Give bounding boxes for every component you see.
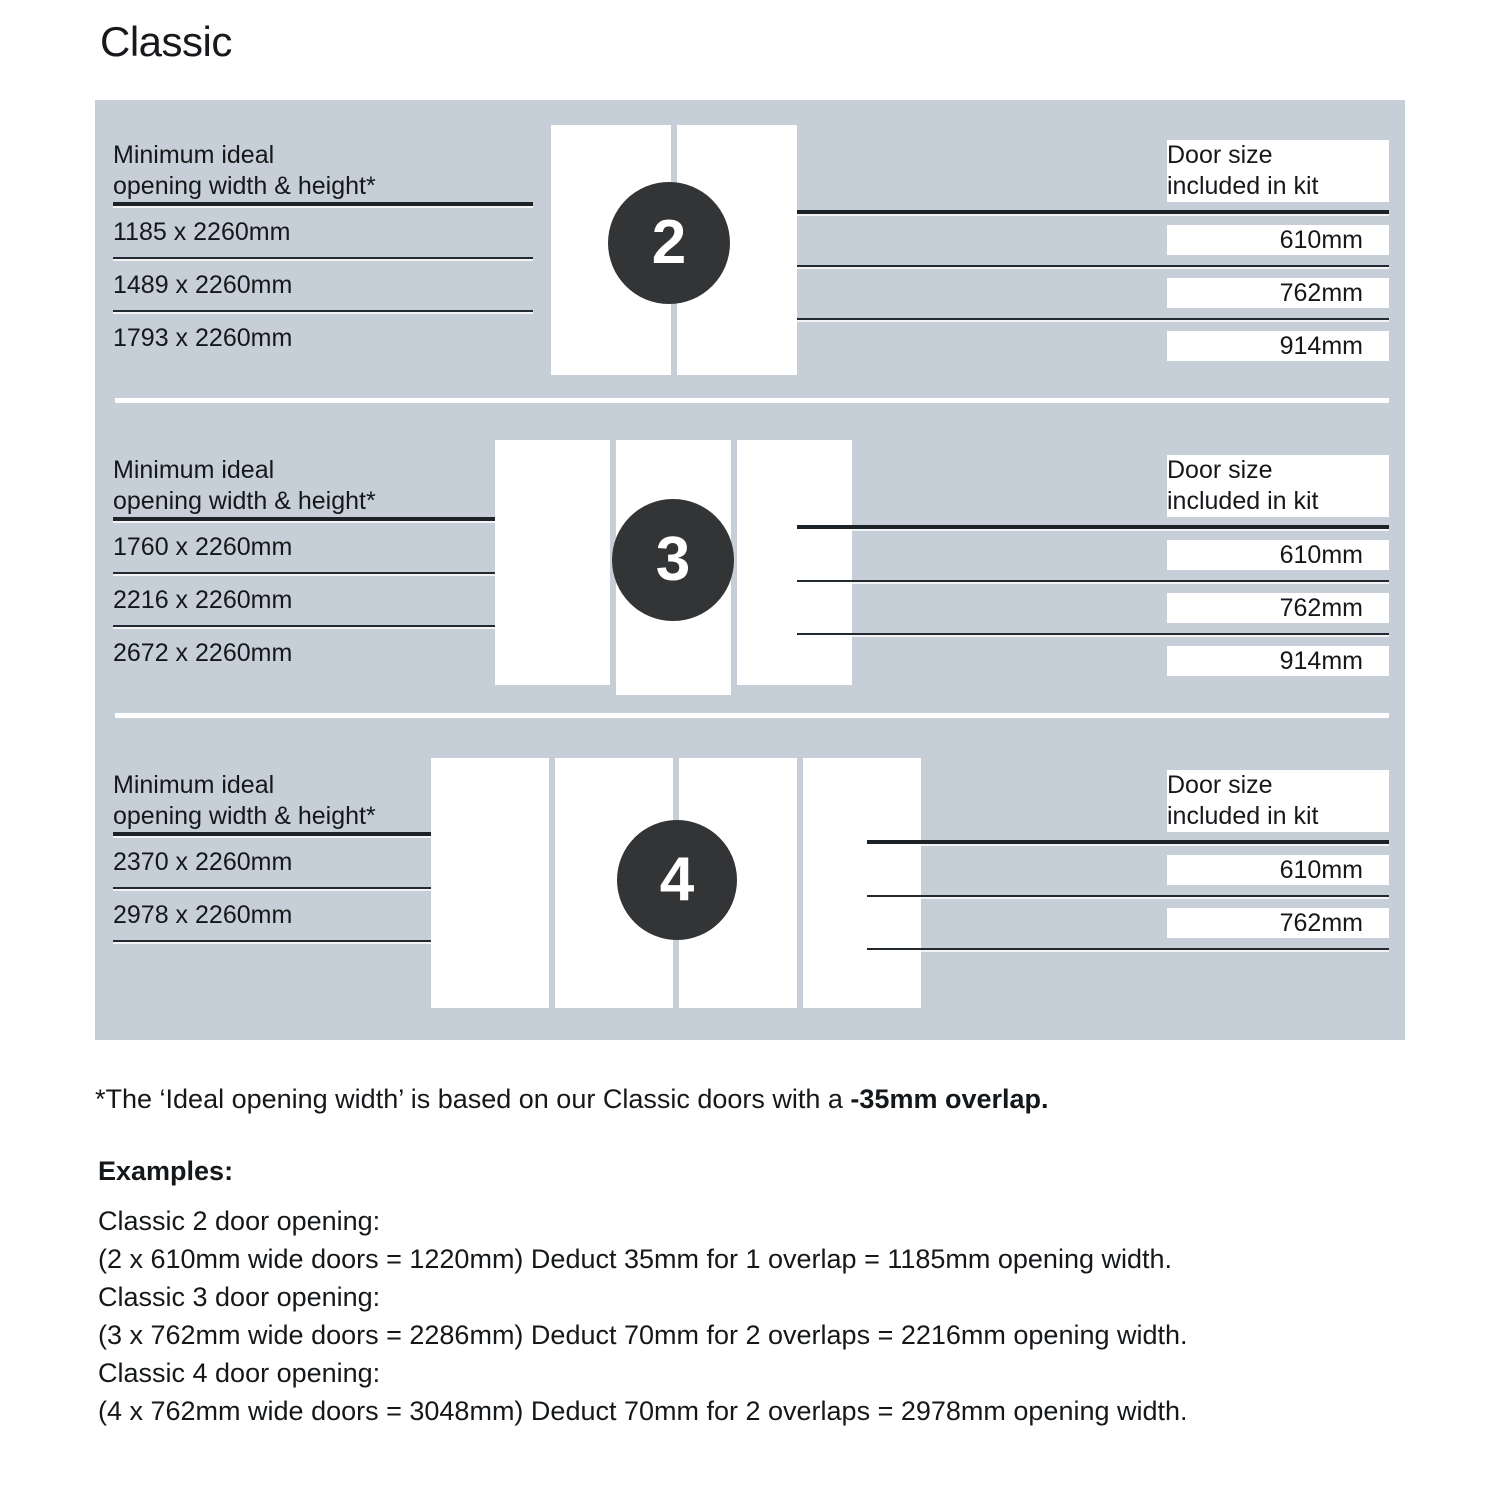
row-rule [797,265,1389,267]
door-panel [737,440,852,685]
footnote-lead: *The ‘Ideal opening width’ is based on o… [95,1084,851,1114]
header-rule [113,517,503,521]
door-size-value: 914mm [1167,331,1389,361]
opening-value: 1185 x 2260mm [113,218,291,246]
section-divider [115,713,1389,718]
kit-column-3-door: Door size included in kit Trackset lengt… [797,455,1389,686]
row-rule [867,948,1389,950]
row-rule [113,310,533,312]
example-line: (2 x 610mm wide doors = 1220mm) Deduct 3… [98,1244,1173,1274]
row-rule [797,318,1389,320]
door-size-value: 610mm [1167,855,1389,885]
row-rule [113,887,433,889]
example-line: (4 x 762mm wide doors = 3048mm) Deduct 7… [98,1396,1188,1426]
header-rule [113,202,533,206]
opening-value: 2216 x 2260mm [113,586,293,614]
section-divider [115,398,1389,403]
door-count-badge: 2 [608,182,730,304]
door-panel [431,758,549,1008]
example-line: (3 x 762mm wide doors = 2286mm) Deduct 7… [98,1320,1188,1350]
opening-column-2-door: Minimum ideal opening width & height* 11… [113,140,533,363]
spec-panel: Minimum ideal opening width & height* 11… [95,100,1405,1040]
opening-value: 1760 x 2260mm [113,533,293,561]
opening-value: 2672 x 2260mm [113,639,293,667]
door-count-badge: 3 [612,499,734,621]
door-diagram-3: 3 [495,440,867,700]
table-row: 610mm 2692mm (med) [927,844,1389,895]
door-panel [803,758,921,1008]
door-size-header: Door size included in kit [1167,455,1389,517]
opening-column-header: Minimum ideal opening width & height* [113,771,376,830]
table-row: 762mm 3607mm (large) [927,897,1389,948]
section-3-door: Minimum ideal opening width & height* 17… [95,415,1405,715]
row-rule [113,572,503,574]
kit-column-2-door: Door size included in kit Trackset lengt… [797,140,1389,371]
door-size-value: 610mm [1167,540,1389,570]
door-panel [495,440,610,685]
section-4-door: Minimum ideal opening width & height* 23… [95,730,1405,1040]
table-row: 914mm 2692mm (med) [957,635,1389,686]
example-line: Classic 3 door opening: [98,1282,381,1312]
row-rule [113,625,503,627]
door-diagram-4: 4 [431,758,925,1018]
door-size-value: 762mm [1167,908,1389,938]
table-row: 762mm 2692mm (med) [957,582,1389,633]
row-rule [867,895,1389,897]
examples-heading: Examples: [98,1156,234,1186]
table-row: 914mm 1803mm (small) [957,320,1389,371]
door-size-value: 914mm [1167,646,1389,676]
door-size-header: Door size included in kit [1167,140,1389,202]
door-diagram-2: 2 [551,125,801,375]
door-size-header: Door size included in kit [1167,770,1389,832]
opening-column-header: Minimum ideal opening width & height* [113,456,376,515]
header-rule [797,525,1389,529]
table-row: 610mm 1803mm (small) [957,214,1389,265]
opening-value: 1489 x 2260mm [113,271,293,299]
opening-value: 2978 x 2260mm [113,901,293,929]
opening-column-3-door: Minimum ideal opening width & height* 17… [113,455,533,678]
header-rule [867,840,1389,844]
opening-value: 2370 x 2260mm [113,848,293,876]
row-rule [797,633,1389,635]
table-row: 762mm 1803mm (small) [957,267,1389,318]
kit-column-4-door: Door size included in kit Trackset lengt… [867,770,1389,950]
door-size-value: 610mm [1167,225,1389,255]
row-rule [113,257,533,259]
row-rule [797,580,1389,582]
opening-column-4-door: Minimum ideal opening width & height* 23… [113,770,533,942]
door-size-value: 762mm [1167,278,1389,308]
door-count-badge: 4 [617,820,737,940]
opening-column-header: Minimum ideal opening width & height* [113,141,376,200]
section-2-door: Minimum ideal opening width & height* 11… [95,100,1405,400]
door-size-value: 762mm [1167,593,1389,623]
header-rule [797,210,1389,214]
example-line: Classic 4 door opening: [98,1358,381,1388]
examples-list: Classic 2 door opening: (2 x 610mm wide … [98,1202,1418,1430]
header-rule [113,832,433,836]
example-line: Classic 2 door opening: [98,1206,381,1236]
footnote-emphasis: -35mm overlap. [850,1084,1049,1114]
row-rule [113,940,433,942]
table-row: 610mm 1803mm (small) [957,529,1389,580]
overlap-footnote: *The ‘Ideal opening width’ is based on o… [95,1082,1049,1116]
opening-value: 1793 x 2260mm [113,324,293,352]
page-title: Classic [100,18,232,65]
